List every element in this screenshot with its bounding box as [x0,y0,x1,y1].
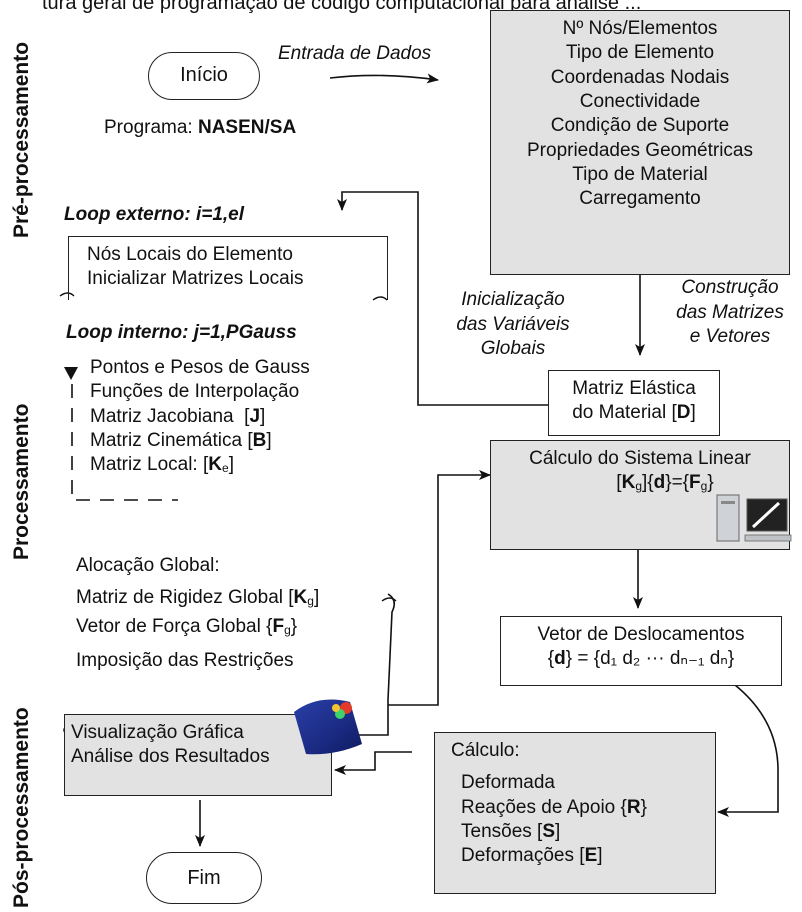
build-matrices-label: Construção das Matrizes e Vetores [660,276,800,350]
squiggle-left [59,292,75,297]
elastic-matrix-box: Matriz Elástica do Material [D] [548,370,720,436]
init-globals-line: das Variáveis [456,313,570,335]
input-item: Carregamento [579,188,701,210]
linear-K-sub: g [635,479,642,494]
init-globals-line: Inicialização [461,289,565,310]
jacobian-label: Matriz Jacobiana [90,405,234,427]
calc-title: Cálculo: [451,740,520,761]
inner-item-kine: Matriz Cinemática [B] [90,429,272,451]
build-matrices-line: Construção [681,277,779,298]
calc-stress: Tensões [S] [461,820,561,842]
react-symbol: R [626,796,641,818]
disp-d: d [554,648,566,670]
data-input-label: Entrada de Dados [278,43,432,64]
inner-item-local: Matriz Local: [Ke] [90,454,234,476]
disp-equation: {d} = {d₁ d₂ ··· dₙ₋₁ dₙ} [547,648,735,670]
alloc-stiffness: Matriz de Rigidez Global [Kg] [76,587,320,609]
start-node: Início [148,52,260,100]
input-item: Coordenadas Nodais [550,66,730,88]
arrow-data-input [329,73,439,84]
linear-F: F [689,472,701,494]
end-node: Fim [146,852,262,904]
end-label: Fim [187,867,221,889]
displacement-box: Vetor de Deslocamentos {d} = {d₁ d₂ ··· … [500,616,782,686]
calc-react: Reações de Apoio {R} [461,796,647,818]
linear-title: Cálculo do Sistema Linear [529,448,751,469]
squiggle-right [372,296,388,301]
elastic-line2-text: do Material [572,402,667,424]
kinematic-label: Matriz Cinemática [90,429,243,451]
build-matrices-line: das Matrizes [676,301,784,323]
local-matrix-label: Matriz Local: [90,454,198,476]
calc-strain: Deformações [E] [461,845,603,867]
kinematic-symbol: B [252,429,267,451]
computer-icon [716,494,792,542]
stress-symbol: S [542,820,556,842]
arrow-to-calc [717,684,779,817]
outer-loop-label: Loop externo: i=1,el [64,204,245,225]
linear-d: d [653,472,666,494]
input-item: Conectividade [579,90,701,112]
linear-equation: [Kg]{d}={Fg} [616,472,714,494]
force-symbol: F [272,615,285,637]
local-element-box: Nós Locais do Elemento Inicializar Matri… [68,236,388,300]
local-matrix-sub: e [222,461,229,476]
calc-deform: Deformada [461,772,555,794]
arrow-to-visual [334,751,412,775]
inner-item-interp: Funções de Interpolação [90,381,300,403]
inner-loop-marker [64,367,78,380]
program-name: NASEN/SA [197,117,297,138]
local-matrix-symbol: K [208,454,222,476]
elastic-line1: Matriz Elástica [572,378,696,399]
input-item: Tipo de Elemento [565,42,715,64]
visual-line: Análise dos Resultados [71,746,270,768]
force-label: Vetor de Força Global [76,615,261,637]
input-item: Nº Nós/Elementos [562,18,718,39]
stiffness-symbol: K [293,587,308,609]
local-item-nodes: Nós Locais do Elemento [87,244,293,265]
start-label: Início [180,64,228,86]
linear-system-box: Cálculo do Sistema Linear [Kg]{d}={Fg} [490,440,792,550]
stress-label: Tensões [461,820,532,842]
global-alloc-block: Alocação Global: Matriz de Rigidez Globa… [76,554,319,673]
input-item: Tipo de Material [572,163,708,185]
input-item: Condição de Suporte [550,115,730,137]
linear-F-sub: g [700,479,708,494]
init-globals-line: Globais [480,338,546,360]
fem-result-icon [294,699,362,755]
calculation-box: Cálculo: Deformada Reações de Apoio {R} … [434,732,716,894]
alloc-title: Alocação Global: [76,555,220,576]
input-item: Propriedades Geométricas [527,139,753,161]
visual-line: Visualização Gráfica [71,722,244,743]
input-data-box: Nº Nós/Elementos Tipo de Elemento Coorde… [490,10,790,275]
strain-symbol: E [584,845,598,867]
program-label: Programa: [104,117,193,138]
inner-loop-items: Pontos e Pesos de Gauss Funções de Inter… [90,356,310,478]
arrow-loop-back [337,191,548,406]
strain-label: Deformações [461,845,574,867]
alloc-force: Vetor de Força Global {Fg} [76,615,298,637]
elastic-line2: do Material [D] [572,402,696,424]
react-label: Reações de Apoio [461,796,616,818]
program-line: Programa: NASEN/SA [104,116,296,141]
build-matrices-line: e Vetores [689,326,771,348]
squiggle-alloc [381,597,397,602]
disp-title: Vetor de Deslocamentos [537,624,745,645]
arrow-to-linear [388,470,491,706]
visualization-box: Visualização Gráfica Análise dos Resulta… [64,714,332,796]
inner-item-gauss: Pontos e Pesos de Gauss [90,357,310,378]
stiffness-sub: g [307,594,314,609]
jacobian-symbol: J [249,405,261,427]
force-sub: g [284,622,291,637]
stiffness-label: Matriz de Rigidez Global [76,587,283,609]
inner-item-jacob: Matriz Jacobiana [J] [90,405,266,427]
init-globals-label: Inicialização das Variáveis Globais [448,288,578,362]
inner-loop-label: Loop interno: j=1,PGauss [66,322,297,343]
local-item-init: Inicializar Matrizes Locais [87,268,304,290]
linear-K: K [621,472,636,494]
disp-rhs: = {d₁ d₂ ··· dₙ₋₁ dₙ} [577,648,735,670]
elastic-symbol: D [676,402,691,424]
alloc-restrictions: Imposição das Restrições [76,649,294,671]
